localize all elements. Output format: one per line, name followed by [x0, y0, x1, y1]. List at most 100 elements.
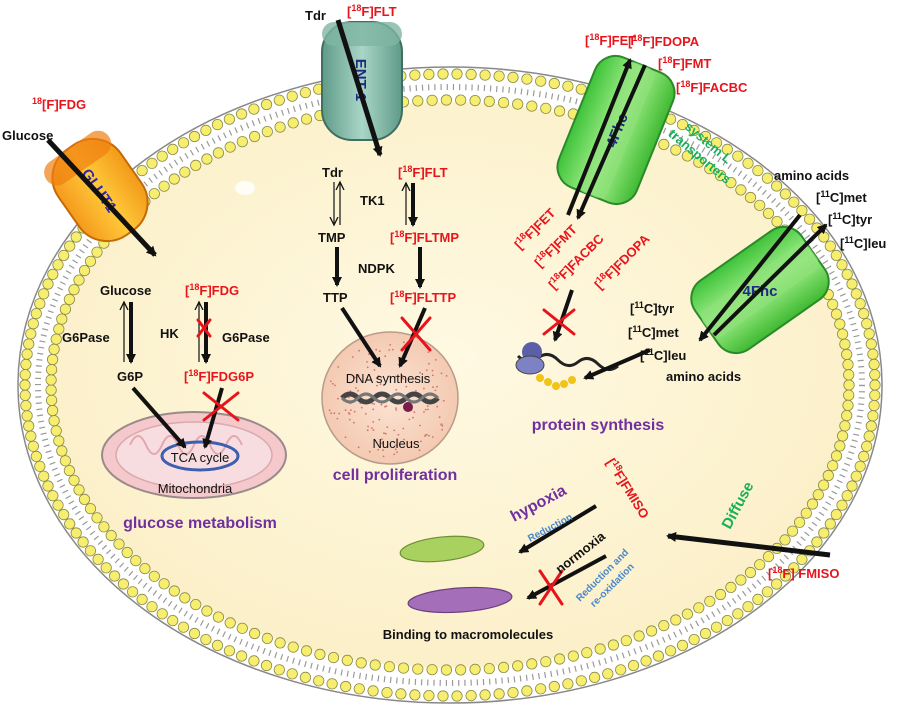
lipid-head: [830, 450, 843, 462]
lipid-head: [58, 249, 70, 261]
fmt-outside-label: [18F]FMT: [658, 55, 711, 71]
lipid-head: [45, 374, 57, 386]
lipid-head: [286, 668, 298, 680]
ribosome: [515, 342, 619, 390]
lipid-head: [843, 379, 855, 391]
lipid-head: [830, 249, 842, 261]
lipid-head: [615, 664, 627, 676]
lipid-head: [562, 678, 574, 690]
lipid-head: [526, 658, 538, 670]
lipid-head: [314, 648, 326, 661]
fet-outside-label: [18F]FET: [585, 32, 636, 48]
lipid-head: [553, 105, 566, 117]
lipid-head: [562, 80, 574, 92]
lipid-head: [670, 144, 682, 156]
lipid-head: [158, 180, 170, 192]
tk1-label: TK1: [360, 193, 385, 208]
hk-label: HK: [160, 326, 179, 341]
lipid-head: [139, 562, 151, 575]
lipid-head: [710, 621, 723, 633]
lipid-head: [732, 608, 744, 620]
lipid-head: [146, 601, 158, 613]
lipid-head: [507, 686, 519, 699]
lipid-head: [779, 188, 792, 200]
lipid-head: [25, 430, 37, 442]
lipid-head: [640, 655, 652, 667]
lipid-head: [236, 136, 248, 148]
amino-acids-outside-label: amino acids: [774, 168, 849, 183]
lipid-head: [34, 298, 46, 310]
lipid-head: [177, 137, 190, 149]
lipid-head: [369, 659, 381, 671]
tdr-inside-label: Tdr: [322, 165, 343, 180]
met-outside-label: [11C]met: [816, 189, 867, 205]
lipid-head: [19, 369, 31, 381]
lipid-head: [842, 399, 854, 411]
lipid-head: [236, 650, 248, 662]
lipid-head: [842, 358, 854, 371]
lipid-head: [48, 343, 60, 355]
lipid-head: [841, 268, 853, 280]
lipid-head: [581, 647, 593, 659]
tyr-inside-label: [11C]tyr: [630, 300, 674, 316]
lipid-head: [92, 553, 104, 566]
lipid-head: [27, 440, 39, 452]
lipid-head: [788, 196, 800, 208]
lipid-head: [177, 621, 190, 633]
lipid-head: [78, 493, 91, 505]
lipid-head: [850, 288, 862, 300]
lipid-head: [754, 559, 766, 571]
g6pase-right-label: G6Pase: [222, 330, 270, 345]
lipid-head: [20, 399, 32, 412]
met-inside-label: [11C]met: [628, 324, 679, 340]
blocked-aa-tracers: [542, 308, 576, 336]
lipid-head: [676, 119, 689, 131]
lipid-head: [148, 570, 160, 582]
nucleus: [321, 331, 459, 465]
lipid-head: [479, 69, 491, 81]
lipid-head: [249, 627, 261, 640]
lipid-head: [839, 338, 851, 350]
lipid-head: [824, 518, 836, 530]
lipid-head: [664, 645, 677, 657]
lipid-head: [45, 384, 57, 396]
amino-acids-inside-label: amino acids: [666, 369, 741, 384]
lipid-head: [858, 307, 870, 320]
lipid-head: [286, 90, 298, 102]
lipid-head: [507, 71, 519, 84]
lipid-head: [68, 284, 80, 296]
lipid-head: [437, 690, 449, 702]
lipid-head: [704, 595, 716, 607]
lipid-head: [521, 73, 533, 85]
lipid-head: [512, 660, 524, 672]
lipid-head: [223, 113, 235, 125]
lipid-head: [451, 68, 463, 80]
leu-outside-label: [11C]leu: [840, 235, 886, 251]
lipid-head: [68, 474, 80, 486]
lipid-head: [179, 166, 191, 178]
tdr-outside-label: Tdr: [305, 8, 326, 23]
lipid-head: [340, 680, 352, 693]
lipid-head: [287, 641, 299, 653]
flt-inside-label: [18F]FLT: [398, 164, 448, 180]
lipid-head: [47, 490, 59, 502]
lipid-head: [526, 100, 538, 112]
lipid-head: [761, 172, 774, 184]
mitochondria-label: Mitochondria: [158, 481, 233, 496]
tmp-label: TMP: [318, 230, 346, 245]
lipid-head: [834, 440, 846, 452]
lipid-head: [803, 213, 816, 225]
lipid-head: [836, 259, 848, 271]
lipid-head: [167, 614, 179, 627]
lipid-head: [423, 68, 435, 81]
lipid-head: [681, 150, 694, 162]
fdg-outside-label: 18[F]FDG: [32, 96, 86, 112]
lipid-head: [168, 173, 180, 185]
lipid-head: [762, 550, 775, 563]
lipid-head: [762, 207, 775, 219]
lipid-head: [38, 470, 50, 482]
lipid-head: [30, 307, 42, 320]
lipid-head: [273, 94, 285, 106]
lipid-head: [84, 503, 97, 515]
